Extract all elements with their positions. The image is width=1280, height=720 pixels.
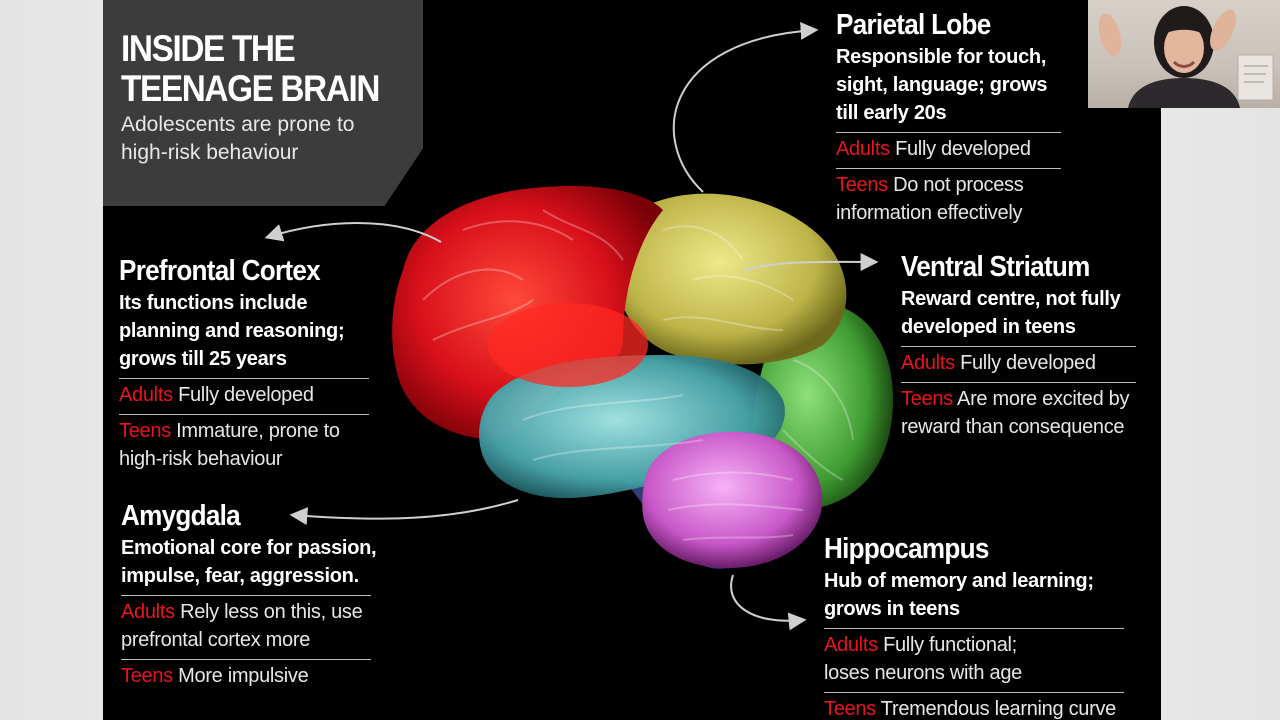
teens-text: Tremendous learning curve [880,698,1117,720]
brain-illustration [264,21,893,631]
teens-label: Teens [901,388,953,410]
teens-text: More impulsive [178,665,309,687]
desc-line: Reward centre, not fully [901,288,1121,310]
curved-arrow-icon [672,21,819,193]
title-line-2: TEENAGE BRAIN [121,68,380,109]
region-title: Hippocampus [824,533,989,565]
teens-text: information effectively [836,202,1023,224]
region-ventral-striatum: Ventral Striatum Reward centre, not full… [901,251,1136,441]
desc-line: sight, language; grows [836,74,1048,96]
teens-label: Teens [121,665,173,687]
adults-label: Adults [824,634,878,656]
teens-text: Immature, prone to [176,420,340,442]
adults-text: Rely less on this, use [180,601,363,623]
prefrontal-core [488,303,648,387]
desc-line: impulse, fear, aggression. [121,565,359,587]
region-parietal-lobe: Parietal Lobe Responsible for touch, sig… [836,9,1061,227]
adults-label: Adults [121,601,175,623]
desc-line: planning and reasoning; [119,320,345,342]
teens-label: Teens [119,420,171,442]
adults-text: Fully developed [178,384,314,406]
cerebellum [642,431,823,569]
title-panel: INSIDE THE TEENAGE BRAIN Adolescents are… [103,0,423,206]
region-title: Parietal Lobe [836,9,991,41]
teens-label: Teens [824,698,876,720]
adults-text: Fully developed [960,352,1096,374]
title-subtitle-1: Adolescents are prone to [121,113,355,136]
adults-text: loses neurons with age [824,662,1022,684]
adults-label: Adults [119,384,173,406]
adults-text: Fully developed [895,138,1031,160]
presenter-figure [1098,6,1274,108]
teens-label: Teens [836,174,888,196]
teens-text: Are more excited by [957,388,1130,410]
adults-text: Fully functional; [883,634,1017,656]
adults-text: prefrontal cortex more [121,629,311,651]
desc-line: grows in teens [824,598,960,620]
parietal-lobe [615,193,847,365]
desc-line: till early 20s [836,102,947,124]
region-title: Prefrontal Cortex [119,255,321,287]
region-title: Amygdala [121,500,241,532]
desc-line: Hub of memory and learning; [824,570,1094,592]
teens-text: high-risk behaviour [119,448,283,470]
curved-arrow-icon [264,222,442,243]
desc-line: Emotional core for passion, [121,537,377,559]
region-hippocampus: Hippocampus Hub of memory and learning; … [824,533,1124,720]
teens-text: Do not process [893,174,1024,196]
title-line-1: INSIDE THE [121,28,296,69]
desc-line: Responsible for touch, [836,46,1047,68]
adults-label: Adults [836,138,890,160]
curved-arrow-icon [730,574,807,631]
title-subtitle-2: high-risk behaviour [121,141,299,164]
curved-arrow-icon [742,252,879,271]
presenter-webcam [1088,0,1280,108]
region-title: Ventral Striatum [901,251,1090,283]
desc-line: developed in teens [901,316,1076,338]
adults-label: Adults [901,352,955,374]
region-amygdala: Amygdala Emotional core for passion, imp… [121,500,377,690]
desc-line: grows till 25 years [119,348,287,370]
desc-line: Its functions include [119,292,308,314]
infographic-slide: INSIDE THE TEENAGE BRAIN Adolescents are… [103,0,1161,720]
teens-text: reward than consequence [901,416,1125,438]
curved-arrow-icon [289,499,519,526]
region-prefrontal-cortex: Prefrontal Cortex Its functions include … [119,255,369,473]
